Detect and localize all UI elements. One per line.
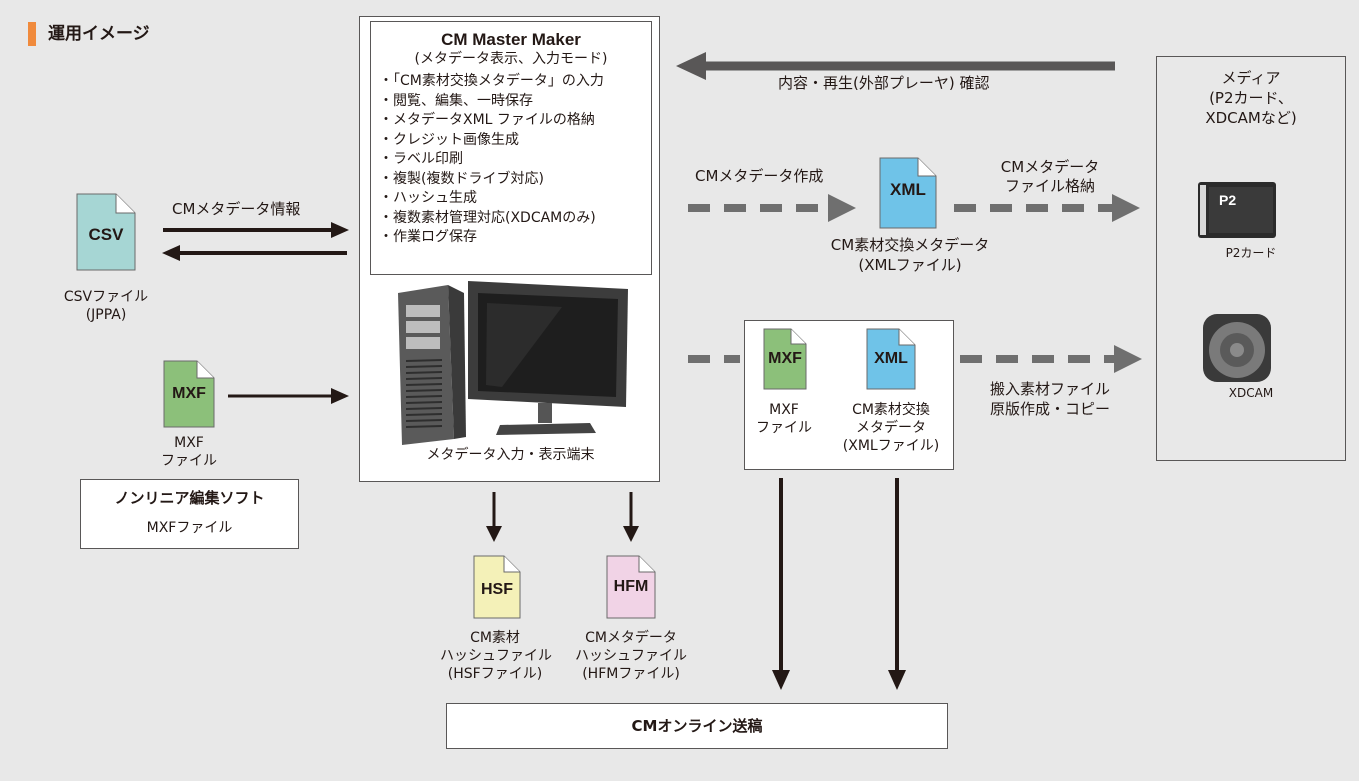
bundle-box: MXF MXF ファイル XML CM素材交換 メタデータ (XMLファイル): [744, 320, 954, 470]
xml-file-icon: [879, 157, 937, 229]
p2-card-icon: [1198, 182, 1276, 238]
bundle-mxf-caption-1: MXF: [769, 402, 799, 418]
csv-caption-2: (JPPA): [85, 307, 127, 323]
computer-icon: [398, 281, 628, 445]
online-submission-label: CMオンライン送稿: [631, 717, 763, 735]
master-maker-feature-panel: CM Master Maker (メタデータ表示、入力モード) ・「CM素材交換…: [370, 21, 652, 275]
xml-top-tag: XML: [890, 180, 926, 199]
master-maker-title: CM Master Maker: [441, 30, 581, 49]
bundle-mxf-file-icon: [763, 328, 807, 390]
xml-store-label-2: ファイル格納: [1004, 177, 1095, 195]
copy-label-2: 原版作成・コピー: [989, 400, 1110, 418]
xml-store-label-1: CMメタデータ: [1000, 158, 1100, 176]
feature-item: ・「CM素材交換メタデータ」の入力: [379, 73, 604, 89]
feature-item: ・複製(複数ドライブ対応): [379, 170, 544, 187]
mxf-file-icon: [163, 360, 215, 428]
master-maker-box: CM Master Maker (メタデータ表示、入力モード) ・「CM素材交換…: [359, 16, 660, 482]
feature-item: ・作業ログ保存: [379, 229, 477, 245]
section-title: 運用イメージ: [48, 24, 150, 44]
mxf-left-tag: MXF: [172, 385, 206, 402]
mxf-left-caption-2: ファイル: [161, 453, 217, 469]
hsf-caption-2: ハッシュファイル: [440, 648, 552, 664]
media-box: メディア (P2カード、 XDCAMなど) P2 P2カード XDCAM: [1156, 56, 1346, 461]
xdcam-label: XDCAM: [1228, 386, 1274, 400]
mxf-left-caption-1: MXF: [174, 435, 204, 451]
hfm-caption-3: (HFMファイル): [582, 666, 680, 682]
section-marker: [28, 22, 36, 46]
media-title-1: メディア: [1221, 69, 1281, 87]
p2-card-label: P2カード: [1225, 246, 1277, 260]
feature-item: ・メタデータXML ファイルの格納: [379, 112, 595, 128]
online-submission-box: CMオンライン送稿: [446, 703, 948, 749]
xml-top-caption-2: (XMLファイル): [858, 256, 962, 274]
master-maker-subtitle: (メタデータ表示、入力モード): [414, 51, 608, 67]
csv-caption-1: CSVファイル: [63, 289, 149, 305]
hfm-caption-1: CMメタデータ: [585, 630, 677, 646]
feature-item: ・ハッシュ生成: [379, 190, 477, 206]
feature-item: ・クレジット画像生成: [379, 131, 519, 148]
nle-box: ノンリニア編集ソフト MXFファイル: [80, 479, 299, 549]
xml-create-label: CMメタデータ作成: [695, 167, 824, 185]
nle-title: ノンリニア編集ソフト: [114, 489, 265, 507]
csv-tag: CSV: [88, 225, 124, 244]
bundle-mxf-tag: MXF: [768, 350, 802, 367]
hsf-caption-1: CM素材: [470, 630, 520, 646]
hsf-file-icon: [473, 555, 521, 619]
p2-card-text: P2: [1219, 192, 1237, 208]
hfm-file-icon: [606, 555, 656, 619]
hfm-caption-2: ハッシュファイル: [575, 648, 687, 664]
feature-item: ・ラベル印刷: [379, 151, 463, 167]
bundle-xml-file-icon: [866, 328, 916, 390]
csv-arrow-label: CMメタデータ情報: [172, 200, 301, 218]
copy-label-1: 搬入素材ファイル: [989, 380, 1110, 398]
csv-file-icon: [76, 193, 136, 271]
bundle-xml-tag: XML: [874, 350, 908, 367]
feature-item: ・複数素材管理対応(XDCAMのみ): [379, 209, 596, 226]
hsf-caption-3: (HSFファイル): [447, 666, 543, 682]
media-title-2: (P2カード、: [1209, 89, 1293, 107]
xml-top-caption-1: CM素材交換メタデータ: [830, 236, 990, 254]
media-title-3: XDCAMなど): [1205, 109, 1297, 127]
terminal-label: メタデータ入力・表示端末: [426, 447, 595, 463]
bundle-xml-caption-1: CM素材交換: [852, 402, 930, 418]
bundle-mxf-caption-2: ファイル: [756, 420, 812, 436]
playback-check-label: 内容・再生(外部プレーヤ) 確認: [778, 74, 990, 92]
nle-subtitle: MXFファイル: [146, 520, 233, 536]
hfm-tag: HFM: [613, 578, 649, 595]
bundle-xml-caption-3: (XMLファイル): [842, 438, 940, 454]
xdcam-disc-icon: [1203, 314, 1271, 382]
bundle-xml-caption-2: メタデータ: [856, 420, 926, 436]
feature-item: ・閲覧、編集、一時保存: [379, 92, 533, 109]
hsf-tag: HSF: [481, 581, 513, 598]
playback-arrowhead: [676, 52, 706, 80]
